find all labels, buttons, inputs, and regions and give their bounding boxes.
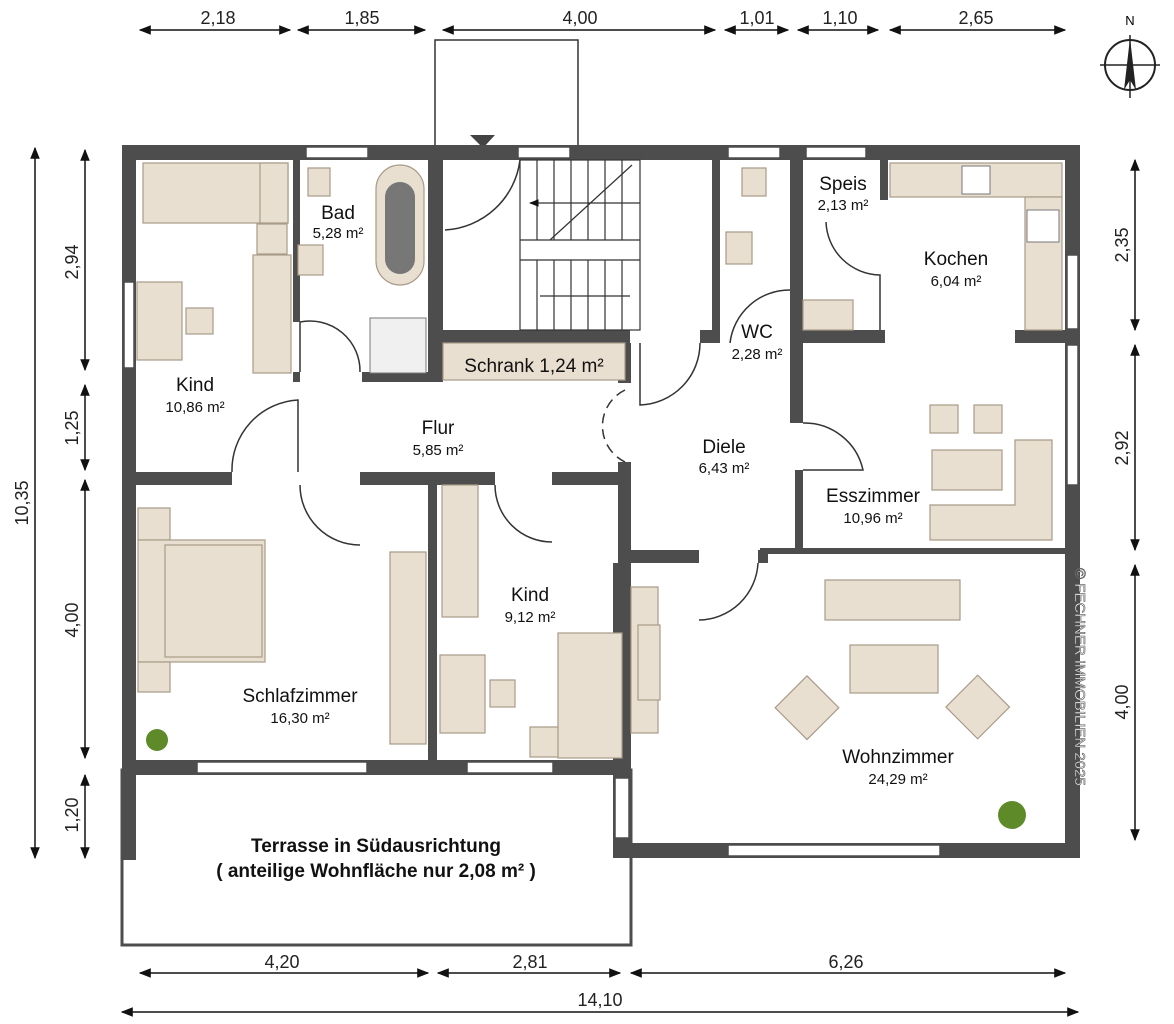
dim-left-2: 1,25 (62, 410, 82, 445)
windows (123, 146, 1079, 857)
room-name-bad: Bad (321, 203, 355, 224)
room-area-kochen: 6,04 m² (931, 273, 982, 290)
room-area-bad: 5,28 m² (313, 225, 364, 242)
room-area-esszimmer: 10,96 m² (843, 510, 902, 527)
room-area-schlafzimmer: 16,30 m² (270, 710, 329, 727)
room-name-diele: Diele (702, 437, 745, 458)
stairs (519, 159, 641, 331)
dim-top-6: 2,65 (958, 8, 993, 28)
terrace-title: Terrasse in Südausrichtung (251, 836, 501, 857)
dim-bottom-3: 6,26 (828, 952, 863, 972)
room-area-kind1: 10,86 m² (165, 399, 224, 416)
schrank-label: Schrank 1,24 m² (464, 356, 603, 377)
dim-right-1: 2,35 (1112, 227, 1132, 262)
dim-left-1: 2,94 (62, 244, 82, 279)
dim-top-4: 1,01 (739, 8, 774, 28)
room-name-kind1: Kind (176, 375, 214, 396)
furniture (136, 162, 1063, 829)
entrance-landing (434, 39, 579, 149)
dim-top-2: 1,85 (344, 8, 379, 28)
room-name-esszimmer: Esszimmer (826, 486, 921, 507)
dim-top-5: 1,10 (822, 8, 857, 28)
room-name-flur: Flur (422, 418, 455, 439)
room-name-wc: WC (741, 322, 773, 343)
dim-top-1: 2,18 (200, 8, 235, 28)
plant-icon (146, 729, 168, 751)
room-area-flur: 5,85 m² (413, 442, 464, 459)
dim-right-3: 4,00 (1112, 684, 1132, 719)
copyright-text: © FECHNER IMMOBILIEN 2025 (1071, 568, 1088, 786)
dim-bottom-2: 2,81 (512, 952, 547, 972)
room-name-kind2: Kind (511, 585, 549, 606)
dim-left-3: 4,00 (62, 602, 82, 637)
dim-top-3: 4,00 (562, 8, 597, 28)
svg-text:N: N (1125, 13, 1134, 28)
room-area-kind2: 9,12 m² (505, 609, 556, 626)
dim-right-2: 2,92 (1112, 430, 1132, 465)
room-name-wohnzimmer: Wohnzimmer (842, 747, 954, 768)
doors (231, 159, 881, 621)
room-name-schlafzimmer: Schlafzimmer (242, 686, 358, 707)
room-name-speis: Speis (819, 174, 867, 195)
entrance-arrow-icon (470, 135, 495, 148)
dim-total-height: 10,35 (12, 480, 32, 525)
room-area-wohnzimmer: 24,29 m² (868, 771, 927, 788)
room-area-wc: 2,28 m² (732, 346, 783, 363)
dimension-lines (30, 25, 1140, 1017)
dim-bottom-1: 4,20 (264, 952, 299, 972)
plant-icon (998, 801, 1026, 829)
room-name-kochen: Kochen (924, 249, 988, 270)
terrace (120, 768, 633, 947)
dim-left-4: 1,20 (62, 797, 82, 832)
room-area-speis: 2,13 m² (818, 197, 869, 214)
terrace-note: ( anteilige Wohnfläche nur 2,08 m² ) (216, 861, 536, 882)
dim-total-width: 14,10 (577, 990, 622, 1010)
compass-icon: N (1100, 13, 1160, 98)
room-area-diele: 6,43 m² (699, 460, 750, 477)
